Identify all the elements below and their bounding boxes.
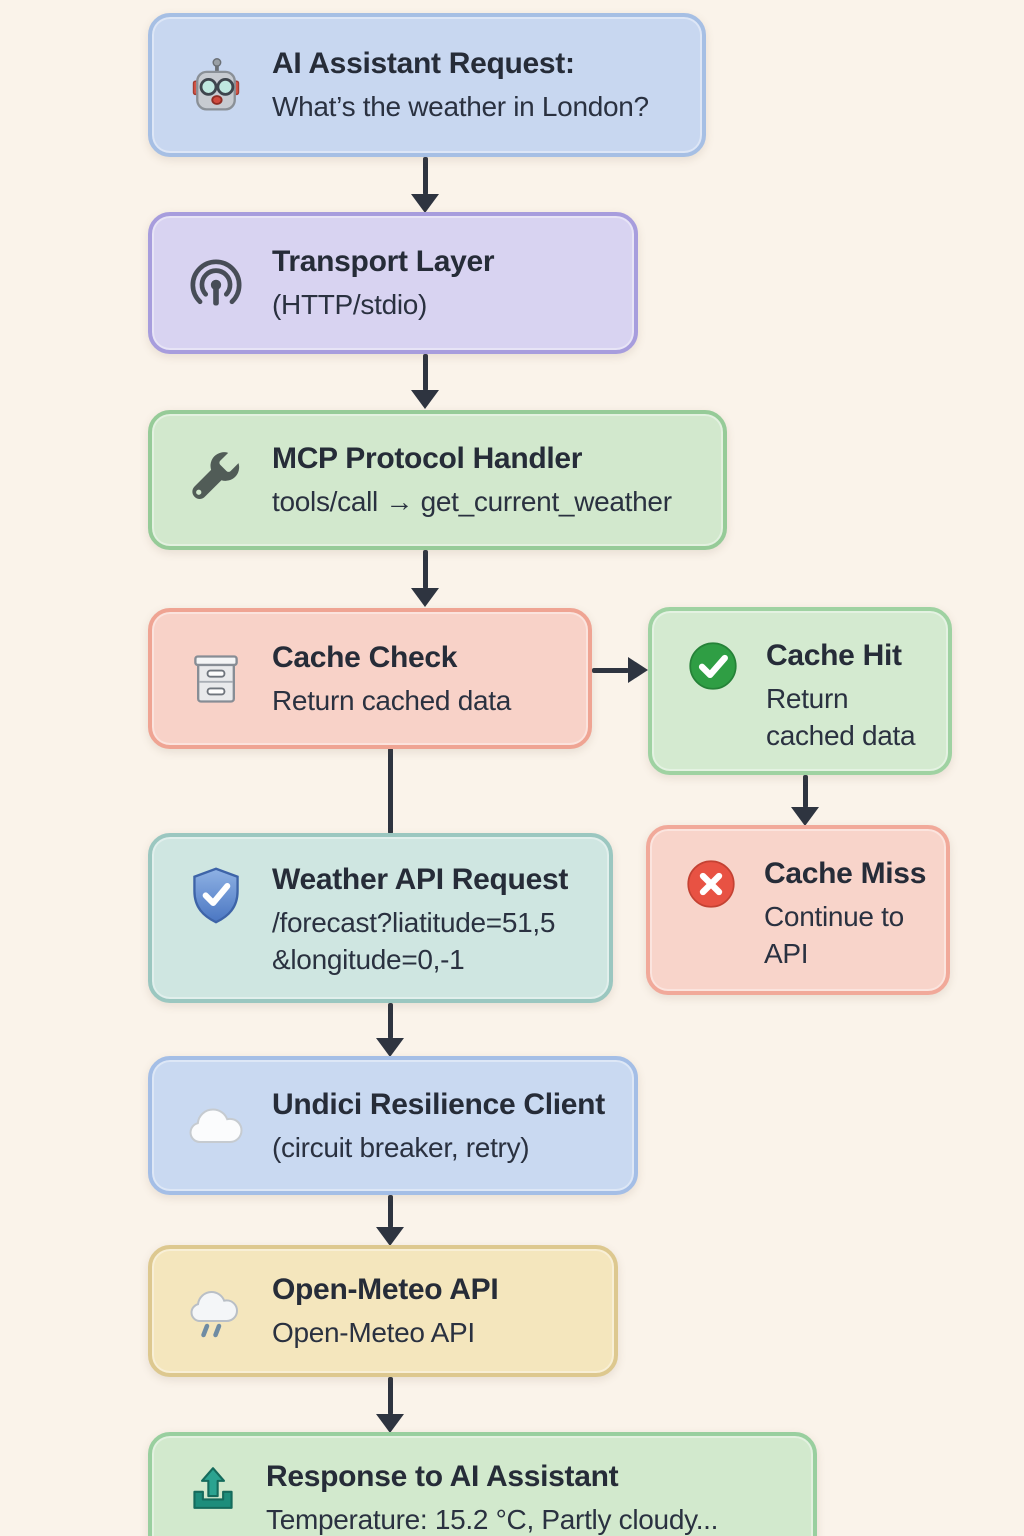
- edge-weather-api-to-undici: [388, 1003, 393, 1039]
- arrowhead-icon: [376, 1227, 404, 1246]
- node-subtitle: (HTTP/stdio): [272, 289, 428, 320]
- node-subtitle: Return cached data: [766, 683, 916, 751]
- node-title: Cache Miss: [764, 857, 927, 890]
- robot-icon: [186, 55, 246, 115]
- file-cabinet-icon: [186, 649, 246, 709]
- flow-node-open-meteo-api: Open-Meteo API Open-Meteo API: [148, 1245, 618, 1377]
- node-subtitle: What’s the weather in London?: [272, 91, 649, 122]
- rain-cloud-icon: [186, 1281, 246, 1341]
- arrowhead-icon: [376, 1414, 404, 1433]
- flow-node-response-to-ai: Response to AI Assistant Temperature: 15…: [148, 1432, 817, 1536]
- arrowhead-icon: [376, 1038, 404, 1057]
- edge-open-meteo-to-response: [388, 1377, 393, 1415]
- flow-node-transport-layer: Transport Layer (HTTP/stdio): [148, 212, 638, 354]
- node-subtitle: Continue to API: [764, 901, 904, 969]
- x-circle-icon: [684, 857, 738, 911]
- edge-cache-check-to-weather-api: [388, 748, 393, 834]
- flow-node-ai-request: AI Assistant Request: What’s the weather…: [148, 13, 706, 157]
- wrench-icon: [186, 450, 246, 510]
- arrowhead-icon: [411, 390, 439, 409]
- arrowhead-icon: [411, 194, 439, 213]
- node-title: Transport Layer: [272, 245, 495, 278]
- node-subtitle: Temperature: 15.2 °C, Partly cloudy...: [266, 1504, 719, 1535]
- arrowhead-icon: [628, 657, 648, 683]
- flow-node-mcp-protocol-handler: MCP Protocol Handler tools/call → get_cu…: [148, 410, 727, 550]
- edge-ai-to-transport: [423, 157, 428, 195]
- node-title: Undici Resilience Client: [272, 1087, 605, 1121]
- node-title: Open-Meteo API: [272, 1273, 499, 1306]
- node-title: Cache Hit: [766, 639, 902, 672]
- flow-node-weather-api-request: Weather API Request /forecast?liatitude=…: [148, 833, 613, 1003]
- arrowhead-icon: [791, 807, 819, 826]
- edge-undici-to-open-meteo: [388, 1195, 393, 1228]
- edge-cache-hit-to-cache-miss: [803, 775, 808, 808]
- check-circle-icon: [686, 639, 740, 693]
- flow-node-undici-resilience-client: Undici Resilience Client (circuit breake…: [148, 1056, 638, 1195]
- flow-node-cache-miss: Cache Miss Continue to API: [646, 825, 950, 995]
- node-title: AI Assistant Request:: [272, 47, 575, 80]
- flow-node-cache-check: Cache Check Return cached data: [148, 608, 592, 749]
- edge-transport-to-mcp: [423, 354, 428, 391]
- arrowhead-icon: [411, 588, 439, 607]
- node-subtitle: tools/call → get_current_weather: [272, 486, 672, 517]
- node-subtitle: Return cached data: [272, 684, 511, 716]
- node-title: Response to AI Assistant: [266, 1460, 619, 1493]
- node-title: MCP Protocol Handler: [272, 442, 583, 475]
- node-subtitle: Open-Meteo API: [272, 1317, 475, 1348]
- node-subtitle: (circuit breaker, retry): [272, 1131, 530, 1163]
- outbox-upload-icon: [186, 1464, 240, 1518]
- cloud-icon: [186, 1096, 246, 1156]
- node-title: Weather API Request: [272, 863, 569, 896]
- shield-check-icon: [186, 865, 246, 925]
- node-subtitle: /forecast?liatitude=51,5 &longitude=0,-1: [272, 907, 556, 975]
- edge-mcp-to-cache-check: [423, 550, 428, 589]
- node-title: Cache Check: [272, 640, 458, 674]
- flow-node-cache-hit: Cache Hit Return cached data: [648, 607, 952, 775]
- antenna-icon: [186, 253, 246, 313]
- edge-cache-check-to-cache-hit: [592, 668, 629, 673]
